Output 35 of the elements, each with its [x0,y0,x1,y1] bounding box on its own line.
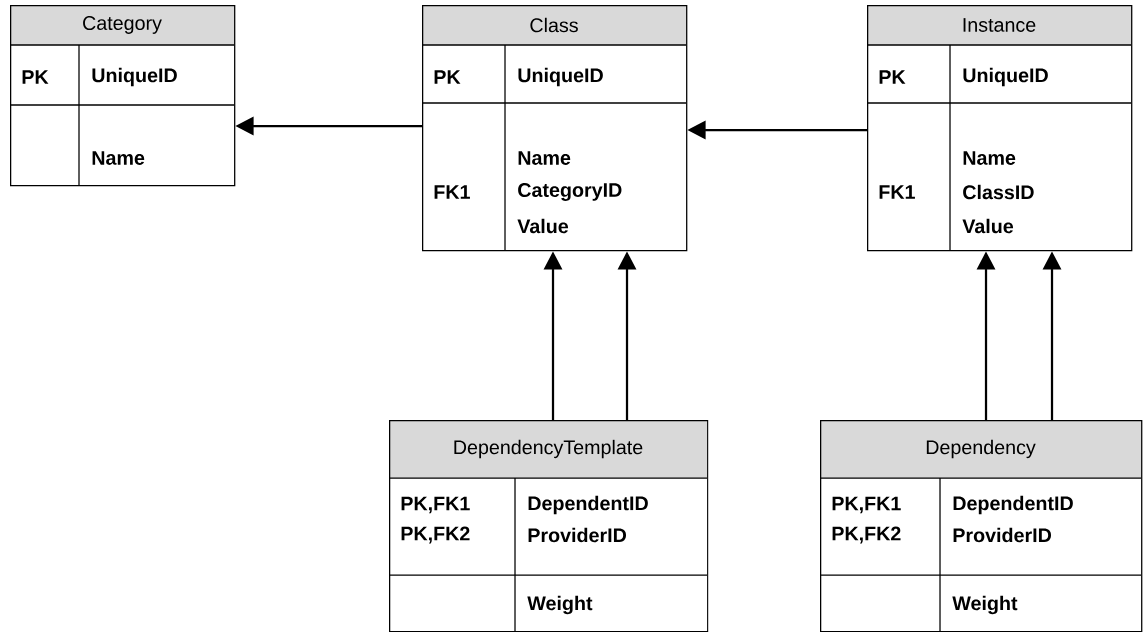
table-title: Instance [963,18,1036,32]
entity-table [421,5,688,252]
entity-table [9,5,236,187]
table-title: DependencyTemplate [454,439,643,459]
field-name: Name [518,151,571,165]
key-label: PK [22,70,49,84]
field-name: Weight [952,595,1018,615]
entity-table [866,5,1133,252]
key-label: PK,FK2 [401,526,470,544]
key-label: FK1 [434,185,470,199]
entity-table [388,420,709,632]
field-name: ProviderID [528,527,626,543]
field-name: ProviderID [953,527,1051,543]
field-name: UniqueID [92,67,177,87]
field-name: Name [963,151,1016,165]
key-label: PK,FK2 [832,526,901,544]
field-name: Name [92,151,145,165]
key-label: FK1 [879,185,915,199]
key-label: PK [879,70,906,84]
entity-table [819,420,1143,632]
field-name: CategoryID [518,183,622,201]
field-name: UniqueID [963,67,1048,87]
field-name: Weight [527,595,593,615]
table-title: Class [530,17,578,33]
key-label: PK [434,70,461,84]
key-label: PK,FK1 [401,496,470,514]
field-name: Value [962,218,1014,234]
key-label: PK,FK1 [832,496,901,514]
field-name: DependentID [953,495,1073,515]
field-name: ClassID [963,184,1034,200]
table-title: Category [83,16,162,34]
field-name: DependentID [528,495,648,515]
table-title: Dependency [926,439,1036,459]
field-name: UniqueID [518,67,603,87]
field-name: Value [517,218,569,234]
